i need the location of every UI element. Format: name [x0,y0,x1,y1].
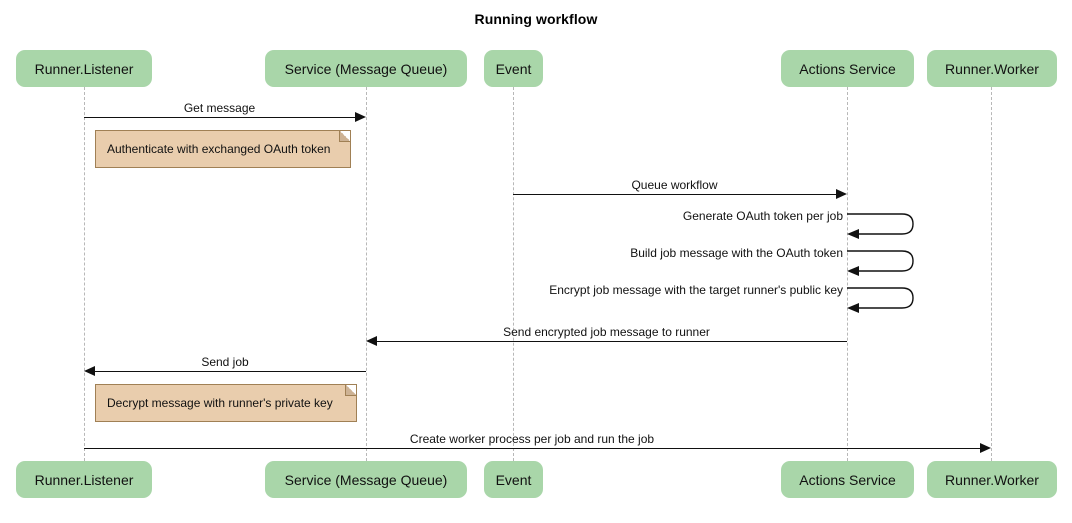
note-authenticate: Authenticate with exchanged OAuth token [95,130,351,168]
participant-service-message-queue-bottom[interactable]: Service (Message Queue) [265,461,467,498]
participant-label: Runner.Listener [34,471,134,488]
participant-label: Runner.Worker [945,471,1039,488]
lifeline-actions-service [847,87,848,461]
message-label-encrypt-job-message: Encrypt job message with the target runn… [549,283,843,297]
participant-label: Runner.Worker [945,60,1039,77]
note-fold-icon [339,131,350,142]
participant-label: Service (Message Queue) [284,60,448,77]
participant-label: Actions Service [799,60,896,77]
participant-label: Actions Service [799,471,896,488]
lifeline-event [513,87,514,461]
participant-runner-worker-bottom[interactable]: Runner.Worker [927,461,1057,498]
note-fold-icon [345,385,356,396]
message-label-create-worker-process: Create worker process per job and run th… [409,432,655,446]
participant-runner-worker-top[interactable]: Runner.Worker [927,50,1057,87]
message-label-send-encrypted-job-message: Send encrypted job message to runner [503,325,710,339]
participant-actions-service-top[interactable]: Actions Service [781,50,914,87]
message-line-send-encrypted-job-message [377,341,847,342]
participant-label: Runner.Listener [34,60,134,77]
participant-event-bottom[interactable]: Event [484,461,543,498]
note-label: Authenticate with exchanged OAuth token [107,142,331,156]
lifeline-service-message-queue [366,87,367,461]
participant-label: Event [495,60,532,77]
note-decrypt: Decrypt message with runner's private ke… [95,384,357,422]
arrowhead-left-icon [366,336,377,346]
arrowhead-right-icon [836,189,847,199]
arrowhead-right-icon [355,112,366,122]
arrowhead-right-icon [980,443,991,453]
message-label-send-job: Send job [201,355,249,369]
page-title: Running workflow [474,11,598,27]
message-label-queue-workflow: Queue workflow [631,178,718,192]
note-label: Decrypt message with runner's private ke… [107,396,333,410]
message-label-build-job-message: Build job message with the OAuth token [630,246,843,260]
participant-runner-listener-top[interactable]: Runner.Listener [16,50,152,87]
message-line-queue-workflow [513,194,836,195]
arrowhead-left-icon [84,366,95,376]
message-label-get-message: Get message [183,101,256,115]
lifeline-runner-listener [84,87,85,461]
participant-service-message-queue-top[interactable]: Service (Message Queue) [265,50,467,87]
message-line-create-worker-process [84,448,980,449]
participant-actions-service-bottom[interactable]: Actions Service [781,461,914,498]
participant-label: Event [495,471,532,488]
participant-event-top[interactable]: Event [484,50,543,87]
self-message-generate-oauth-token [847,208,917,240]
lifeline-runner-worker [991,87,992,461]
participant-label: Service (Message Queue) [284,471,448,488]
self-message-encrypt-job-message [847,282,917,314]
message-line-get-message [84,117,355,118]
participant-runner-listener-bottom[interactable]: Runner.Listener [16,461,152,498]
message-line-send-job [95,371,366,372]
message-label-generate-oauth-token: Generate OAuth token per job [682,209,843,223]
self-message-build-job-message [847,245,917,277]
